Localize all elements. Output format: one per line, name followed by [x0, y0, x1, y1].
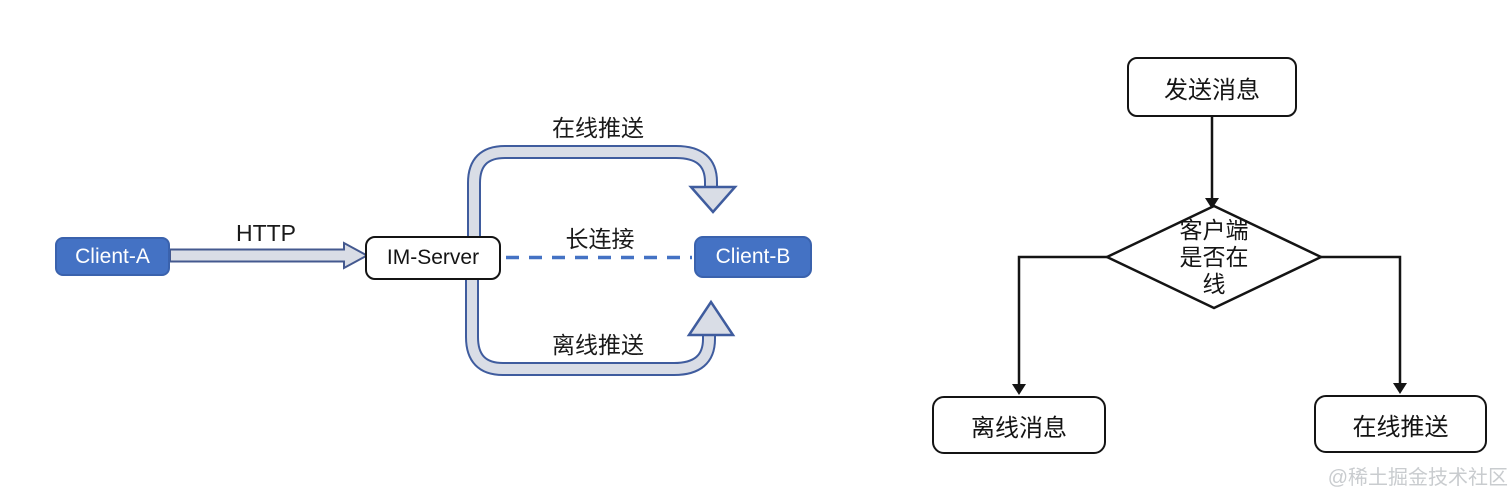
online-push-arrow-tube-fill	[469, 147, 716, 245]
client-a-label: Client-A	[75, 244, 150, 268]
watermark: @稀土掘金技术社区	[1327, 467, 1508, 489]
flow-branch-online-arrowhead	[1393, 383, 1407, 394]
flow-offline-node: 离线消息	[932, 396, 1106, 454]
flow-start-node: 发送消息	[1127, 57, 1297, 117]
offline-push-arrowhead	[686, 299, 736, 337]
offline-push-label: 离线推送	[552, 332, 644, 358]
im-server-node: IM-Server	[365, 236, 501, 280]
long-connection-label: 长连接	[565, 226, 635, 252]
http-label: HTTP	[235, 220, 297, 246]
im-server-label: IM-Server	[386, 246, 480, 269]
decision-text-line3: 线	[1202, 271, 1226, 297]
decision-text-line1: 客户端	[1179, 217, 1249, 243]
client-b-label: Client-B	[715, 245, 791, 268]
decision-diamond-text: 客户端 是否在 线	[1139, 217, 1289, 298]
flow-online-node: 在线推送	[1314, 395, 1487, 453]
flow-branch-offline-arrowhead	[1012, 384, 1026, 395]
client-a-node: Client-A	[55, 237, 170, 276]
flow-start-to-decision-arrowhead	[1205, 198, 1219, 209]
client-b-node: Client-B	[694, 236, 812, 278]
flow-online-label: 在线推送	[1352, 413, 1449, 441]
http-arrow	[169, 241, 370, 270]
flow-offline-label: 离线消息	[971, 414, 1067, 442]
decision-diamond	[1104, 204, 1324, 310]
decision-text-line2: 是否在	[1179, 244, 1249, 270]
flow-branch-offline-line	[1017, 255, 1107, 385]
flow-start-label: 发送消息	[1164, 76, 1260, 104]
online-push-arrowhead	[688, 185, 738, 214]
offline-push-arrow-tube-fill	[467, 270, 714, 374]
flow-branch-online-line	[1321, 255, 1402, 384]
online-push-label: 在线推送	[552, 115, 644, 141]
